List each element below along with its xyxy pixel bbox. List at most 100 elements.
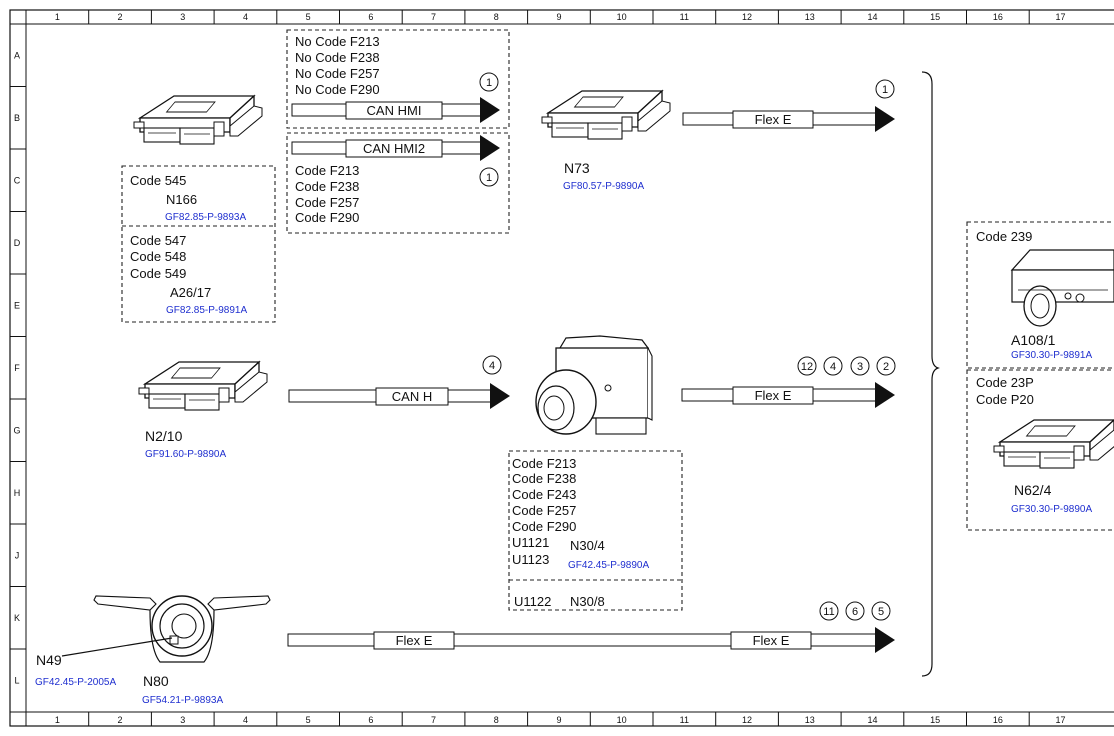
brace bbox=[921, 71, 940, 677]
code23p-box bbox=[966, 369, 1114, 531]
grid-row-label: F bbox=[14, 363, 20, 373]
a108-1-label: A108/1 bbox=[1011, 332, 1056, 348]
grid-col-label: 8 bbox=[494, 12, 499, 22]
callout-abs-12: 12 bbox=[801, 361, 813, 373]
control-unit-n62-4 bbox=[993, 419, 1114, 469]
callout-hmi2: 1 bbox=[486, 172, 492, 184]
grid-col-label: 10 bbox=[617, 715, 627, 725]
code-f290: Code F290 bbox=[295, 210, 359, 225]
grid-col-label: 10 bbox=[617, 12, 627, 22]
grid-row-label: K bbox=[14, 613, 20, 623]
callout-abs-2: 2 bbox=[883, 361, 889, 373]
callout-abs-4: 4 bbox=[830, 361, 836, 373]
n30-u1122: U1122 bbox=[514, 594, 551, 609]
n30-code-f238: Code F238 bbox=[512, 471, 576, 486]
n73-label: N73 bbox=[564, 160, 590, 176]
code547-label: Code 547 bbox=[130, 233, 186, 248]
no-code-f238: No Code F238 bbox=[295, 50, 380, 65]
a26-17-ref: GF82.85-P-9891A bbox=[166, 305, 247, 316]
grid-row-label: C bbox=[14, 175, 21, 185]
n49-ref: GF42.45-P-2005A bbox=[35, 677, 116, 688]
no-code-box bbox=[286, 29, 510, 129]
n30-u1121: U1121 bbox=[512, 535, 549, 550]
bottom-flex-label-2: Flex E bbox=[753, 633, 790, 648]
codep20-label: Code P20 bbox=[976, 392, 1034, 407]
code23p-label: Code 23P bbox=[976, 375, 1034, 390]
callout-can-h: 4 bbox=[489, 360, 495, 372]
grid-col-label: 15 bbox=[930, 715, 940, 725]
grid-col-label: 3 bbox=[180, 715, 185, 725]
code-f238: Code F238 bbox=[295, 179, 359, 194]
frame bbox=[9, 9, 1114, 727]
callout-bottom-11: 11 bbox=[823, 606, 834, 618]
n30-4-label: N30/4 bbox=[570, 538, 605, 553]
can-hmi2-arrow bbox=[480, 135, 500, 161]
grid-col-label: 11 bbox=[680, 715, 689, 725]
grid-col-label: 13 bbox=[805, 12, 815, 22]
can-hmi-arrow bbox=[480, 97, 500, 123]
grid-col-label: 9 bbox=[556, 12, 561, 22]
n30-code-f290: Code F290 bbox=[512, 519, 576, 534]
grid-row-label: B bbox=[14, 113, 20, 123]
grid-col-label: 12 bbox=[742, 715, 752, 725]
code239-box bbox=[966, 221, 1114, 369]
callout-hmi: 1 bbox=[486, 77, 492, 89]
control-unit-top-left bbox=[133, 95, 263, 145]
n166-ref: GF82.85-P-9893A bbox=[165, 212, 246, 223]
n62-4-ref: GF30.30-P-9890A bbox=[1011, 504, 1092, 515]
code549-label: Code 549 bbox=[130, 266, 186, 281]
grid-col-label: 14 bbox=[867, 715, 877, 725]
grid-col-label: 6 bbox=[368, 12, 373, 22]
grid-col-label: 17 bbox=[1056, 12, 1066, 22]
n73-flex-label: Flex E bbox=[755, 112, 792, 127]
n30-code-f257: Code F257 bbox=[512, 503, 576, 518]
grid-col-label: 14 bbox=[867, 12, 877, 22]
grid-col-label: 1 bbox=[55, 12, 60, 22]
n73-ref: GF80.57-P-9890A bbox=[563, 181, 644, 192]
code545-box bbox=[121, 165, 276, 323]
grid-col-label: 4 bbox=[243, 12, 248, 22]
grid-col-label: 2 bbox=[118, 12, 123, 22]
code-f257: Code F257 bbox=[295, 195, 359, 210]
callout-abs-3: 3 bbox=[857, 361, 863, 373]
grid-row-label: D bbox=[14, 238, 21, 248]
hydraulic-unit-n30-4 bbox=[535, 335, 653, 435]
can-hmi-label: CAN HMI bbox=[367, 103, 422, 118]
n30-code-f213: Code F213 bbox=[512, 456, 576, 471]
grid-col-label: 7 bbox=[431, 715, 436, 725]
n30-u1123: U1123 bbox=[512, 552, 549, 567]
n62-4-label: N62/4 bbox=[1014, 482, 1052, 498]
grid-col-label: 12 bbox=[742, 12, 752, 22]
grid-col-label: 6 bbox=[368, 715, 373, 725]
n49-label: N49 bbox=[36, 652, 62, 668]
grid-row-label: J bbox=[15, 550, 20, 560]
grid-col-label: 5 bbox=[306, 715, 311, 725]
grid-col-label: 4 bbox=[243, 715, 248, 725]
bottom-flex-label-1: Flex E bbox=[396, 633, 433, 648]
grid-col-label: 16 bbox=[993, 12, 1003, 22]
grid-col-label: 2 bbox=[118, 715, 123, 725]
can-h-label: CAN H bbox=[392, 389, 432, 404]
abs-flex-label: Flex E bbox=[755, 388, 792, 403]
grid-col-label: 11 bbox=[680, 12, 689, 22]
grid-col-label: 17 bbox=[1056, 715, 1066, 725]
a108-1-ref: GF30.30-P-9891A bbox=[1011, 350, 1092, 361]
callout-bottom-6: 6 bbox=[852, 606, 858, 618]
n2-10-label: N2/10 bbox=[145, 428, 183, 444]
code548-label: Code 548 bbox=[130, 249, 186, 264]
no-code-f257: No Code F257 bbox=[295, 66, 380, 81]
code545-label: Code 545 bbox=[130, 173, 186, 188]
control-unit-n2-10 bbox=[138, 361, 268, 411]
grid-row-label: L bbox=[14, 675, 19, 685]
n166-label: N166 bbox=[166, 192, 197, 207]
grid-col-label: 5 bbox=[306, 12, 311, 22]
grid-col-label: 1 bbox=[55, 715, 60, 725]
code239-label: Code 239 bbox=[976, 229, 1032, 244]
module-a108-1 bbox=[1010, 249, 1114, 327]
grid-col-label: 15 bbox=[930, 12, 940, 22]
grid-col-label: 9 bbox=[556, 715, 561, 725]
